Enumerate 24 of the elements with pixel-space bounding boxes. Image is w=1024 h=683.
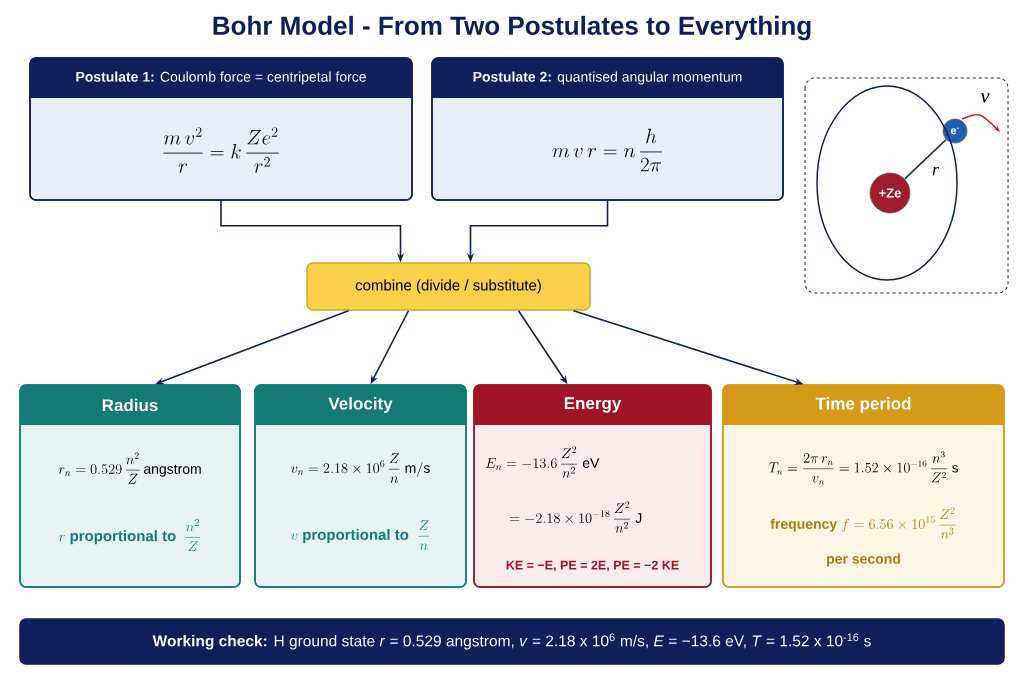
proportionality-formula: $r\ \text{proportional to}\ \ \frac{n^2}{Z}$ xyxy=(59,518,201,551)
relation-note: KE = −E, PE = 2E, PE = −2 KE xyxy=(506,560,679,572)
formula: $v_n = 2.18\times 10^6\,\frac{Z}{n}\ \mathrm{m/s}$ xyxy=(291,453,430,483)
formula: $\frac{m\,v^2}{r} = k\,\frac{Z e^2}{r^2}$ xyxy=(163,127,279,173)
summary-banner: Working check: H ground state r = 0.529 angstrom, v = 2.18 x 10$^{6}$ m/s, E = −13.6 eV, T = 1.52 x 10$^{-16}$ s xyxy=(19,618,1005,665)
formula: $E_n = -13.6\,\frac{Z^2}{n^2}\ \mathrm{eV}$ xyxy=(485,446,600,478)
proportionality-formula: $v\ \text{proportional to}\ \ \frac{Z}{n}$ xyxy=(291,520,430,550)
edge-label: r xyxy=(931,165,940,177)
velocity-label: v xyxy=(980,93,990,103)
title: Bohr Model - From Two Postulates to Everything xyxy=(213,15,811,41)
card-heading: Energy xyxy=(564,397,622,413)
formula: $r_n = 0.529\,\frac{n^2}{Z}\,\mathrm{angstrom}$ xyxy=(58,452,201,484)
combine-box: combine (divide / substitute) xyxy=(306,262,591,311)
card-heading: Time period xyxy=(815,397,911,413)
frequency-formula: $\text{frequency}\ f = 6.56\times 10^{15}\,\frac{Z^2}{n^3}$ xyxy=(770,507,956,539)
formula: $= -2.18\times 10^{-18}\,\frac{Z^2}{n^2}\ \mathrm{J}$ xyxy=(510,501,642,533)
card-heading: Radius xyxy=(102,398,158,412)
formula: $m\,v\,r = n\,\frac{h}{2\pi}$ xyxy=(552,128,662,172)
card-heading: Postulate 2: quantised angular momentum xyxy=(473,71,742,85)
unit-note: per second xyxy=(827,553,900,567)
formula: $T_n = \frac{2\pi\, r_n}{v_n} = 1.52\times 10^{-16}\,\frac{n^3}{Z^2}\ \mathrm{s}$ xyxy=(768,451,958,485)
connector-line xyxy=(903,138,947,180)
card-heading: Velocity xyxy=(328,397,393,413)
card-heading: Postulate 1: Coulomb force = centripetal force xyxy=(76,71,366,85)
